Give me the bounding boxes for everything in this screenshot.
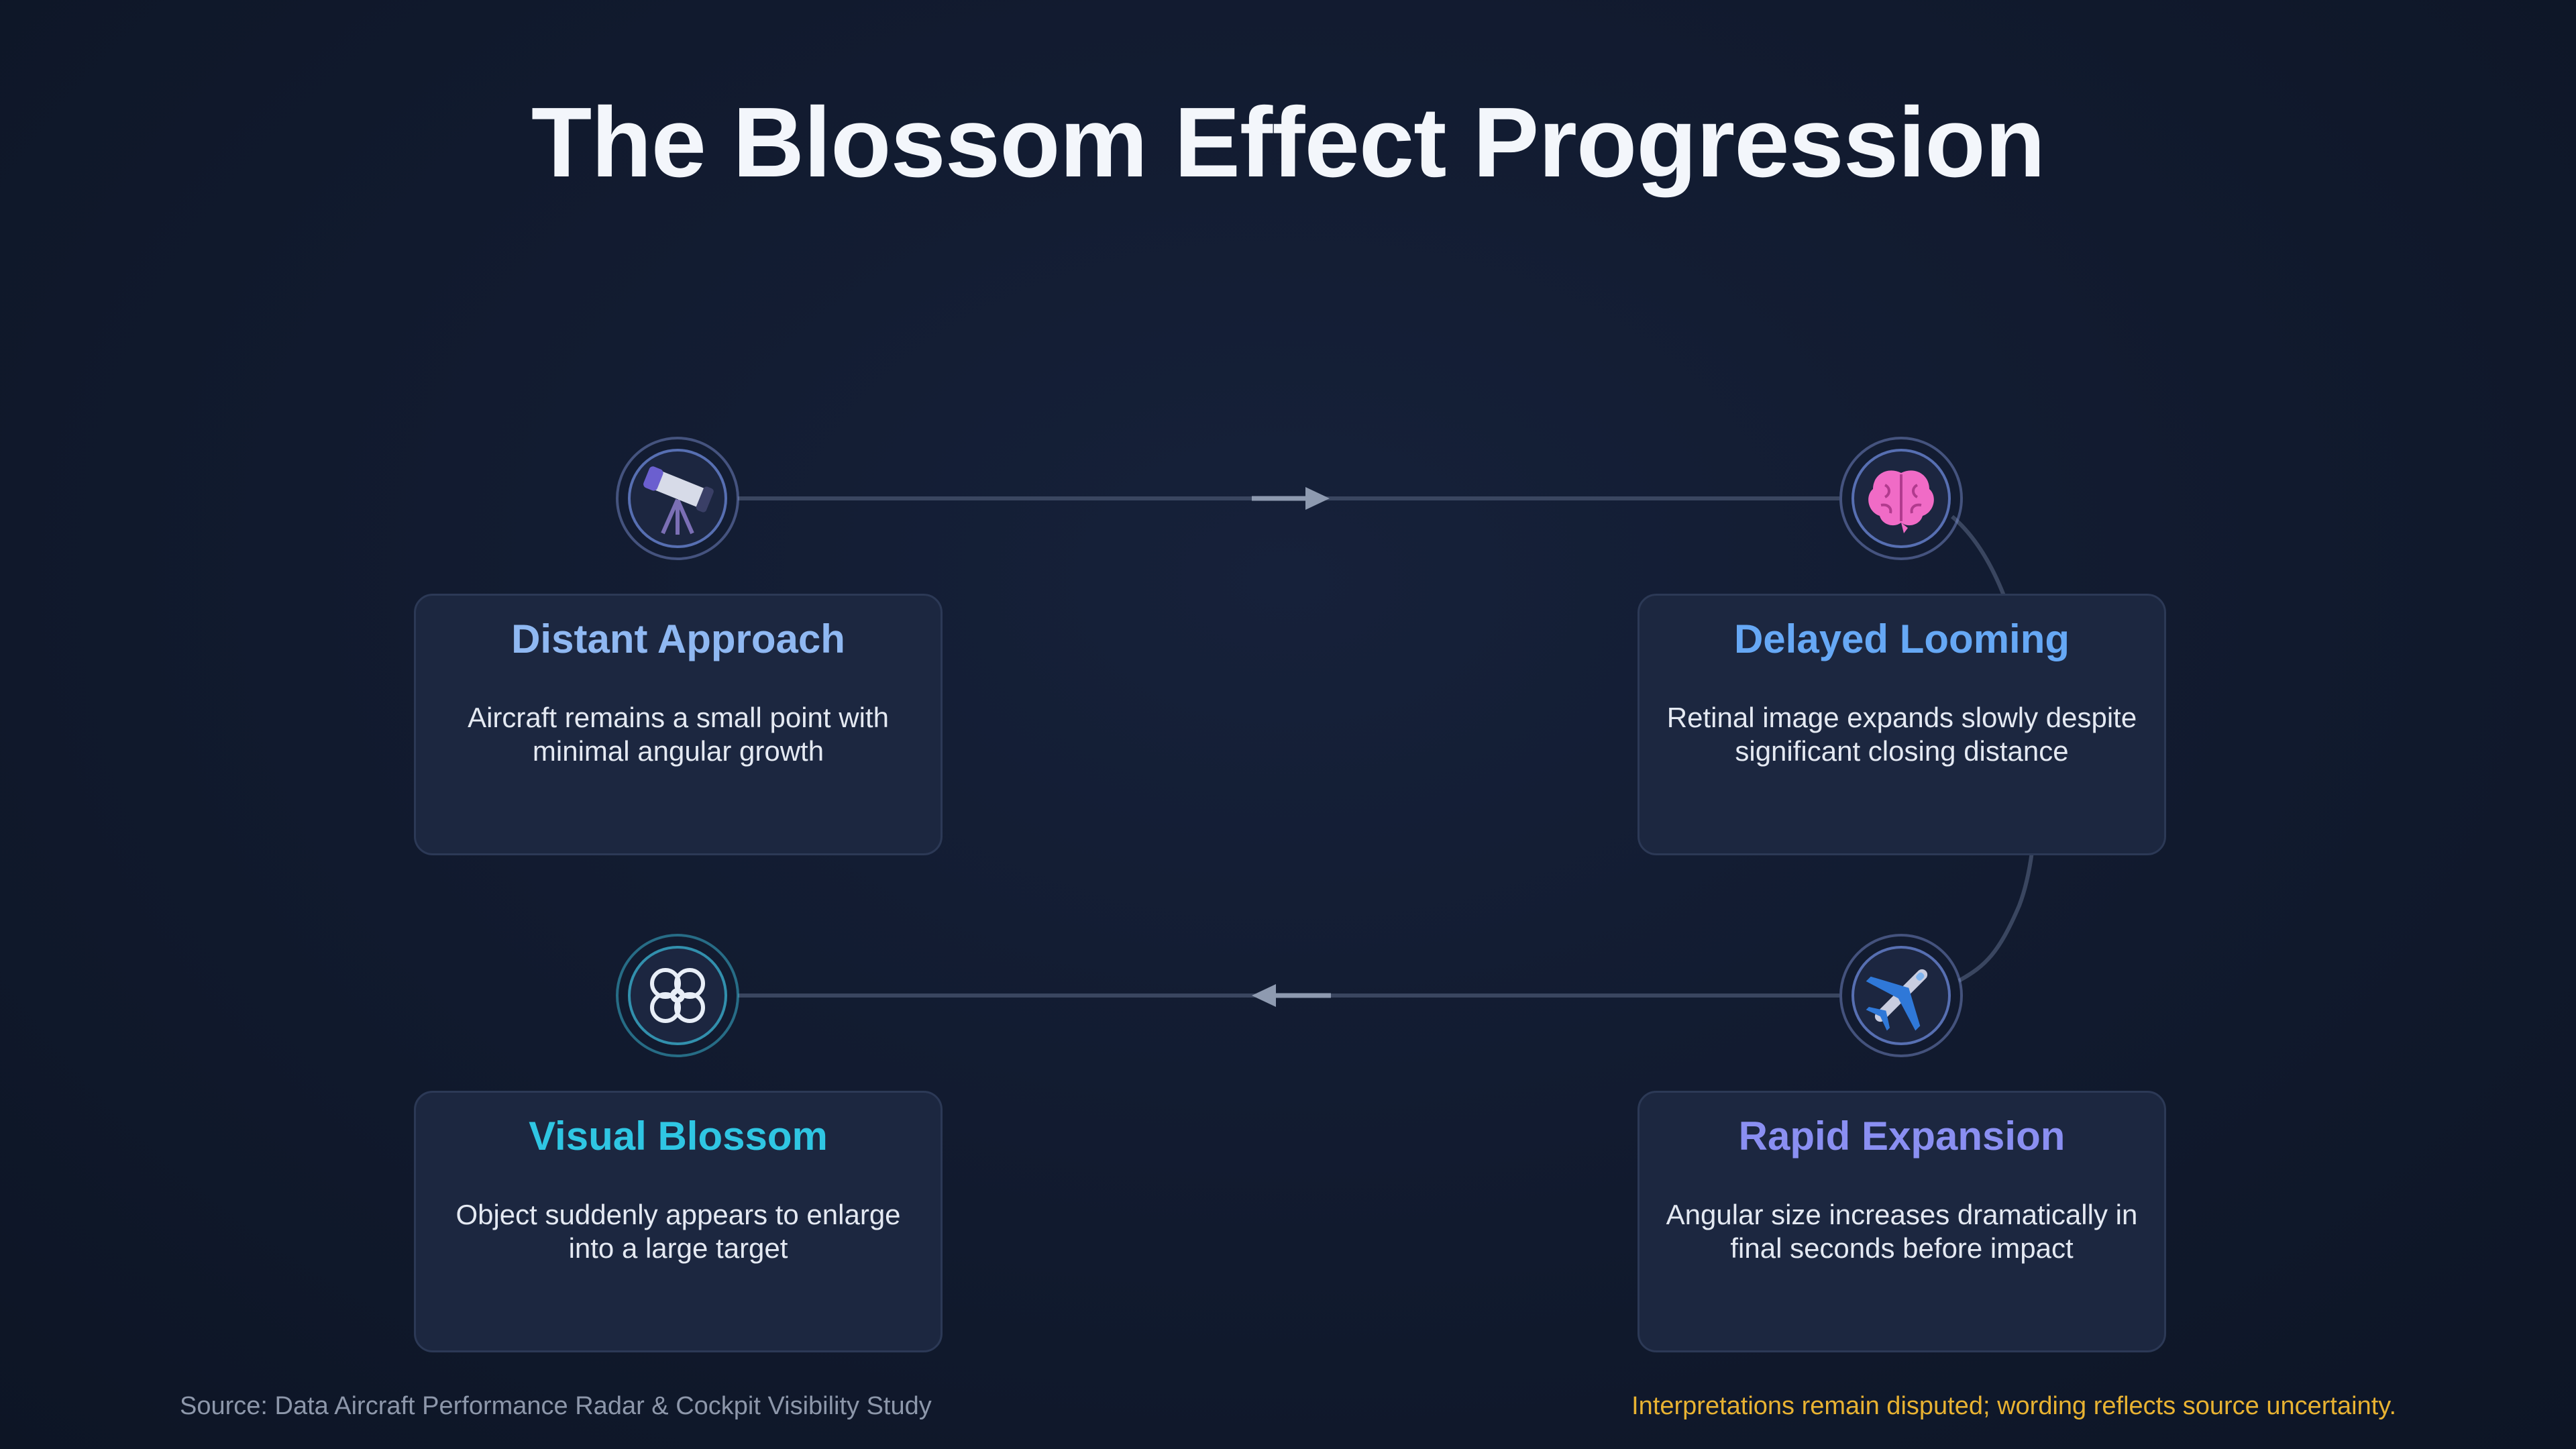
step-title: Rapid Expansion: [1738, 1114, 2065, 1159]
step-title: Visual Blossom: [529, 1114, 828, 1159]
step-title: Delayed Looming: [1733, 616, 2070, 661]
blossom-icon: [650, 968, 705, 1023]
card-delayed-looming: Delayed Looming Retinal image expands sl…: [1638, 594, 2166, 855]
card-rapid-expansion: Rapid Expansion Angular size increases d…: [1638, 1091, 2166, 1352]
step-description: Angular size increases dramatically in f…: [1666, 1199, 2138, 1264]
brain-icon: [1868, 470, 1934, 533]
step-description: Aircraft remains a small point with mini…: [468, 702, 889, 767]
page-title: The Blossom Effect Progression: [531, 87, 2045, 198]
step-title: Distant Approach: [511, 616, 845, 661]
source-note: Source: Data Aircraft Performance Radar …: [180, 1392, 932, 1420]
node-rapid-expansion: [1839, 934, 1963, 1057]
node-delayed-looming: [1839, 437, 1963, 560]
card-distant-approach: Distant Approach Aircraft remains a smal…: [414, 594, 943, 855]
node-visual-blossom: [616, 934, 739, 1057]
disclaimer-note: Interpretations remain disputed; wording…: [1631, 1392, 2396, 1420]
telescope-icon: [643, 466, 714, 535]
node-distant-approach: [616, 437, 739, 560]
card-visual-blossom: Visual Blossom Object suddenly appears t…: [414, 1091, 943, 1352]
arrow-right-icon: [1252, 487, 1330, 510]
arrow-left-icon: [1252, 984, 1331, 1007]
airplane-icon: [1866, 969, 1928, 1031]
step-description: Retinal image expands slowly despite sig…: [1666, 702, 2137, 767]
step-description: Object suddenly appears to enlarge into …: [455, 1199, 901, 1264]
